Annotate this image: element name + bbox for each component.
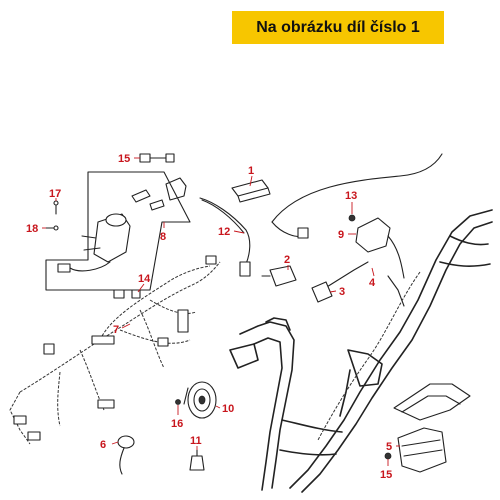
callout-9: 9 <box>338 229 344 241</box>
callout-17: 17 <box>49 188 61 200</box>
callout-18: 18 <box>26 223 38 235</box>
callout-5: 5 <box>386 441 392 453</box>
leader-lines <box>42 157 400 466</box>
part-17-screw <box>53 200 59 215</box>
part-12-cable <box>199 197 251 277</box>
part-16-screw <box>175 399 181 405</box>
callout-1: 1 <box>248 165 254 177</box>
part-1-bracket <box>231 179 271 203</box>
callout-16: 16 <box>171 418 183 430</box>
callout-3: 3 <box>339 286 345 298</box>
part-8-box <box>45 171 191 291</box>
callout-13: 13 <box>345 190 357 202</box>
speedometer-cable <box>271 153 443 223</box>
part-18-screw <box>45 225 59 231</box>
part-10-horn <box>183 381 217 419</box>
part-4-wire <box>387 275 405 307</box>
callout-2: 2 <box>284 254 290 266</box>
part-3-sensor <box>311 261 369 303</box>
part-7-harness <box>9 255 221 445</box>
frame-harness <box>317 271 421 441</box>
callout-4: 4 <box>369 277 376 289</box>
part-11-connector <box>189 449 205 471</box>
part-5-regulator <box>397 427 447 473</box>
callout-12: 12 <box>218 226 230 238</box>
rear-bracket <box>393 383 471 421</box>
ignition-switch-assembly <box>57 177 187 273</box>
callout-14: 14 <box>138 273 151 285</box>
callout-8: 8 <box>160 231 166 243</box>
callout-11: 11 <box>190 435 202 447</box>
part-15-bolt-top <box>139 153 175 163</box>
callout-numbers: 1 2 3 4 5 6 7 8 9 10 11 12 13 14 15 15 1… <box>26 153 392 481</box>
title-banner: Na obrázku díl číslo 1 <box>232 11 444 44</box>
part-9-switch <box>355 217 405 279</box>
part-2-relay <box>261 265 297 287</box>
callout-7: 7 <box>113 324 119 336</box>
part-15-bolt-bottom <box>384 452 392 460</box>
part-13-screw <box>348 214 356 222</box>
frame <box>229 209 493 493</box>
banner-text: Na obrázku díl číslo 1 <box>256 18 420 36</box>
part-14-connector <box>131 289 141 299</box>
callout-6: 6 <box>100 439 106 451</box>
callout-15-top: 15 <box>118 153 130 165</box>
part-6-sensor <box>117 435 135 475</box>
callout-10: 10 <box>222 403 234 415</box>
callout-15-bottom: 15 <box>380 469 392 481</box>
